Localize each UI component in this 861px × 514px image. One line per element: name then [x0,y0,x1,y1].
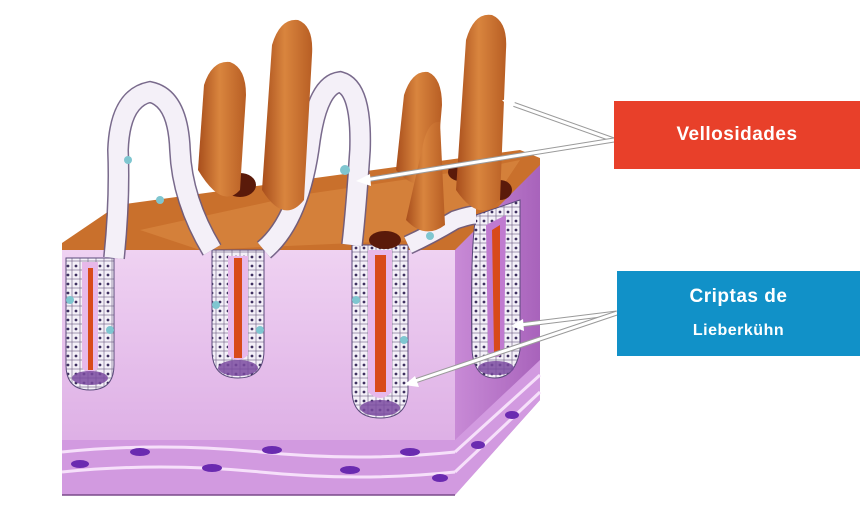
villus-1 [198,62,246,197]
label-criptas: Criptas de Lieberkühn [617,271,860,356]
label-criptas-line1: Criptas de [690,280,788,314]
label-criptas-line2: Lieberkühn [693,314,784,348]
label-vellosidades: Vellosidades [614,101,860,169]
label-vellosidades-text: Vellosidades [676,124,797,146]
